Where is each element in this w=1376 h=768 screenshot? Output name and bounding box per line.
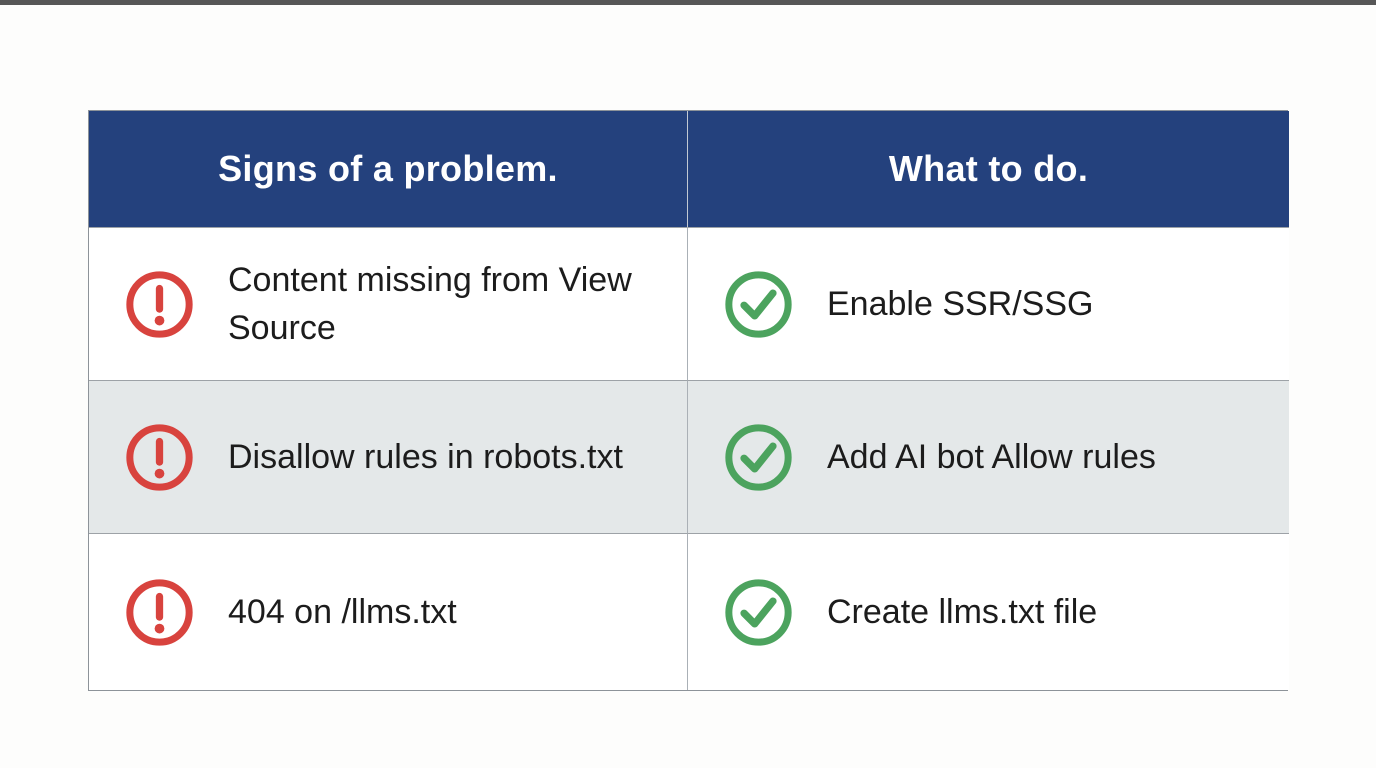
table-row-1-problem-cell: Content missing from View Source [89, 227, 688, 380]
column-header-problems-label: Signs of a problem. [218, 148, 558, 189]
alert-circle-icon [126, 578, 193, 646]
top-edge-strip [0, 0, 1376, 5]
column-header-actions-label: What to do. [888, 148, 1089, 189]
table-row-1-action-cell: Enable SSR/SSG [688, 227, 1289, 380]
column-header-problems: Signs of a problem. [89, 111, 688, 227]
check-circle-icon [725, 270, 792, 338]
problem-text: 404 on /llms.txt [228, 592, 457, 631]
table-row-3-problem-cell: 404 on /llms.txt [89, 533, 688, 690]
comparison-table: Signs of a problem. What to do. Content … [88, 110, 1289, 691]
check-circle-icon [725, 423, 792, 491]
problem-text: Content missing from View Source [228, 260, 632, 347]
table-row-2-action-cell: Add AI bot Allow rules [688, 380, 1289, 533]
action-text: Add AI bot Allow rules [827, 437, 1156, 476]
alert-circle-icon [126, 270, 193, 338]
table-row-2-problem-cell: Disallow rules in robots.txt [89, 380, 688, 533]
column-header-actions: What to do. [688, 111, 1289, 227]
action-text: Enable SSR/SSG [827, 284, 1094, 323]
action-text: Create llms.txt file [827, 592, 1098, 631]
alert-circle-icon [126, 423, 193, 491]
table-row-3-action-cell: Create llms.txt file [688, 533, 1289, 690]
problem-text: Disallow rules in robots.txt [228, 437, 623, 476]
check-circle-icon [725, 578, 792, 646]
